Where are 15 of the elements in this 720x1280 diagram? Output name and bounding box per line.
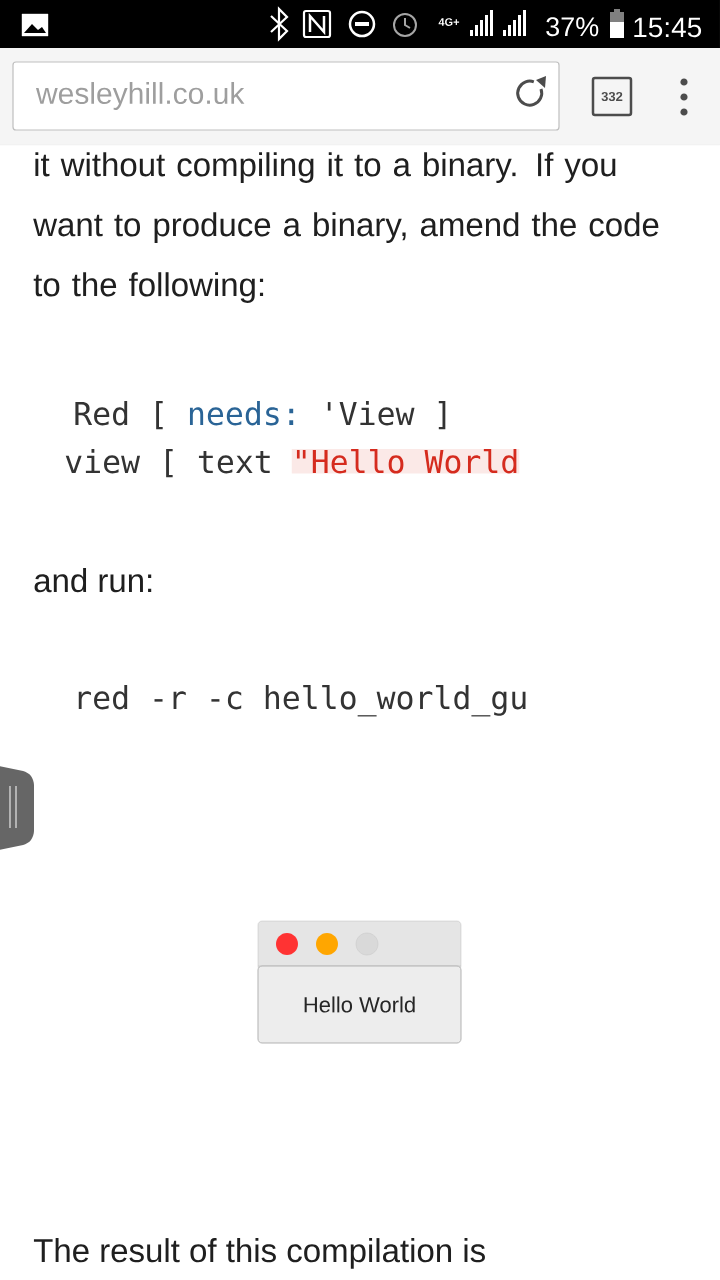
app-window: Hello World <box>257 920 462 1044</box>
network-type-label: 4G+ <box>438 18 460 26</box>
battery-percentage: 37% <box>546 17 599 37</box>
code-text: Red [ <box>75 401 163 430</box>
paragraph: and run: <box>34 568 152 593</box>
paragraph: The result of this compilation is <box>33 1238 485 1269</box>
code-text: view [ text <box>65 449 270 478</box>
paragraph: it without compiling it to a binary. If you want to produce a binary, amend the code to the following: <box>33 152 659 303</box>
keyword: needs: <box>189 401 294 426</box>
code-text: 'View ] <box>327 401 446 430</box>
string-literal: "Hello World <box>296 448 517 474</box>
clock-time: 15:45 <box>634 17 702 38</box>
code-text: red -r -c hello_world_gu <box>78 684 526 717</box>
tab-counter: 332 <box>591 76 633 117</box>
address-bar: wesleyhill.co.uk <box>12 61 560 131</box>
